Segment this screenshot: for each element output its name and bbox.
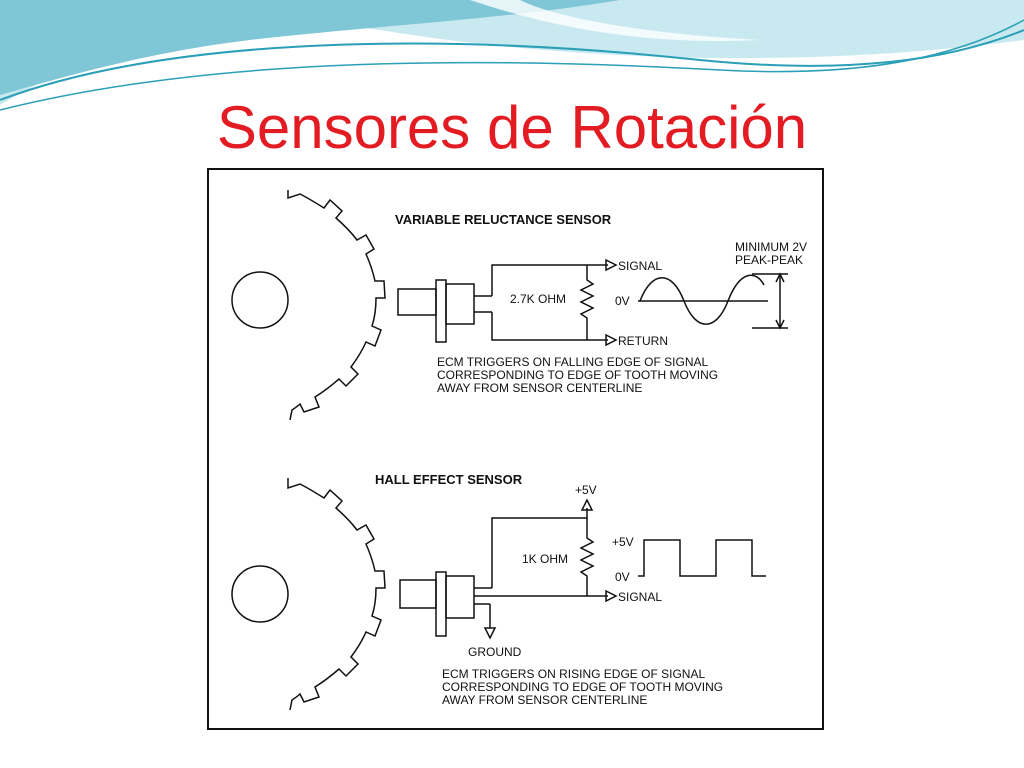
vr-wheel-hub bbox=[231, 271, 289, 329]
hall-supply-wire bbox=[491, 508, 588, 588]
hall-note-1: ECM TRIGGERS ON RISING EDGE OF SIGNAL bbox=[442, 667, 705, 681]
hall-wheel-hub bbox=[231, 565, 289, 623]
hall-high-label: +5V bbox=[612, 535, 634, 549]
hall-signal-arrow bbox=[605, 589, 618, 603]
vr-sensor-body bbox=[445, 283, 475, 325]
slide-title: Sensores de Rotación bbox=[216, 94, 808, 161]
hall-resistor-label: 1K OHM bbox=[522, 552, 568, 566]
hall-supply-arrow bbox=[580, 498, 594, 511]
vr-note-1: ECM TRIGGERS ON FALLING EDGE OF SIGNAL bbox=[437, 355, 708, 369]
vr-return-arrow bbox=[605, 333, 618, 347]
vr-return-wire bbox=[491, 312, 608, 341]
hall-heading: HALL EFFECT SENSOR bbox=[375, 472, 523, 487]
wave-mid bbox=[0, 0, 620, 95]
hall-supply-label: +5V bbox=[575, 483, 597, 497]
wave-streak bbox=[470, 0, 760, 41]
hall-resistor bbox=[579, 518, 595, 596]
vr-note-2: CORRESPONDING TO EDGE OF TOOTH MOVING bbox=[437, 368, 718, 382]
header-wave-banner bbox=[0, 0, 1024, 111]
vr-resistor bbox=[579, 265, 595, 340]
vr-peak-label-2: PEAK-PEAK bbox=[735, 253, 803, 267]
hall-section: HALL EFFECT SENSOR +5V 1K OHM +5V 0V SIG… bbox=[231, 472, 766, 711]
hall-note-3: AWAY FROM SENSOR CENTERLINE bbox=[442, 693, 647, 707]
vr-note-3: AWAY FROM SENSOR CENTERLINE bbox=[437, 381, 642, 395]
hall-square-wave bbox=[638, 539, 766, 577]
hall-sensor-body bbox=[445, 575, 475, 619]
vr-heading: VARIABLE RELUCTANCE SENSOR bbox=[395, 212, 612, 227]
vr-signal-wire bbox=[491, 264, 608, 296]
diagram-frame bbox=[207, 168, 824, 730]
vr-signal-arrow bbox=[605, 258, 618, 272]
hall-signal-label: SIGNAL bbox=[618, 590, 662, 604]
vr-section: VARIABLE RELUCTANCE SENSOR 2.7K OHM SIGN… bbox=[231, 190, 807, 421]
wave-back bbox=[0, 0, 1024, 105]
vr-return-label: RETURN bbox=[618, 334, 668, 348]
vr-tone-wheel bbox=[287, 190, 386, 421]
hall-ground-arrow bbox=[483, 627, 497, 640]
vr-zero-label: 0V bbox=[615, 294, 630, 308]
hall-ground-label: GROUND bbox=[468, 645, 522, 659]
vr-sine-wave bbox=[639, 274, 765, 325]
rotation-sensor-diagram: VARIABLE RELUCTANCE SENSOR 2.7K OHM SIGN… bbox=[207, 168, 824, 730]
wave-line-2 bbox=[0, 19, 1024, 111]
vr-peak-label-1: MINIMUM 2V bbox=[735, 240, 807, 254]
hall-tone-wheel bbox=[287, 478, 386, 711]
hall-note-2: CORRESPONDING TO EDGE OF TOOTH MOVING bbox=[442, 680, 723, 694]
hall-zero-label: 0V bbox=[615, 570, 630, 584]
vr-resistor-label: 2.7K OHM bbox=[510, 292, 566, 306]
vr-signal-label: SIGNAL bbox=[618, 259, 662, 273]
